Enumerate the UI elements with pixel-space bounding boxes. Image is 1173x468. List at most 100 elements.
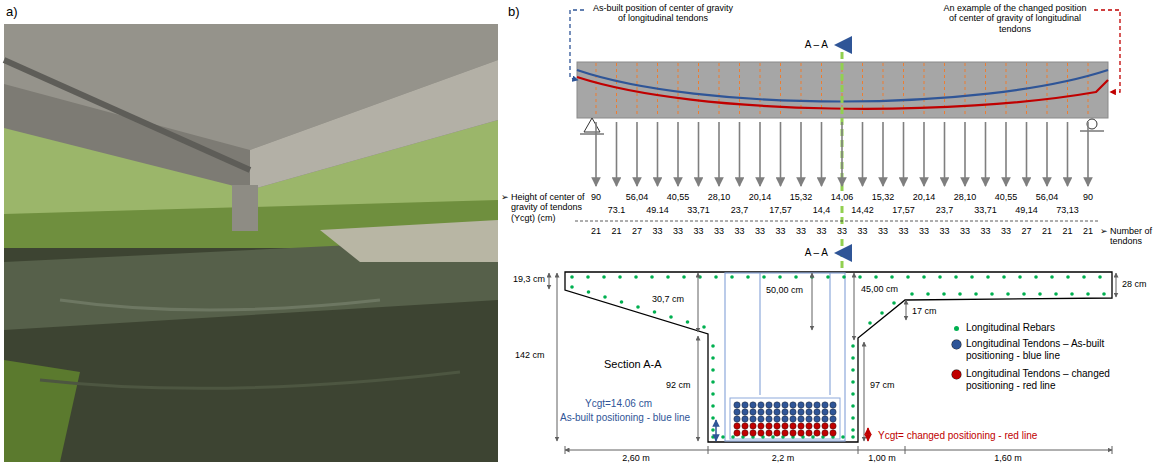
dimension-label: 142 cm	[515, 350, 545, 360]
height-value: 90	[1082, 192, 1094, 202]
tendon-count: 33	[979, 226, 991, 236]
section-arrow	[677, 122, 679, 186]
rebar-dot	[698, 275, 702, 279]
tendon-dot	[806, 430, 812, 436]
tendon-count: 33	[1000, 226, 1012, 236]
tendon-count: 33	[713, 226, 725, 236]
rebar-dot	[1098, 275, 1102, 279]
bridge-photo	[4, 24, 498, 462]
height-value: 56,04	[625, 192, 650, 202]
section-arrow	[698, 122, 700, 186]
tendon-dot	[814, 416, 820, 422]
rebar-dot	[711, 392, 715, 396]
section-cut-line	[596, 63, 597, 117]
dimension-label: 92 cm	[666, 380, 691, 390]
legend-swatch	[954, 326, 959, 331]
tendon-dot	[750, 416, 756, 422]
rebar-dot	[841, 435, 845, 439]
tendon-dot	[758, 430, 764, 436]
dimension-label: 2,60 m	[621, 453, 651, 463]
tendon-count: 27	[631, 226, 643, 236]
rebar-dot	[634, 275, 638, 279]
height-value: 14,42	[850, 205, 875, 215]
tendon-dot	[750, 423, 756, 429]
dimension-label: 1,00 m	[867, 453, 897, 463]
section-arrow	[636, 122, 638, 186]
rebar-dot	[1086, 292, 1090, 296]
legend-swatch	[952, 370, 961, 379]
section-arrow	[862, 122, 864, 186]
rebar-dot	[711, 344, 715, 348]
tendon-dot	[830, 409, 836, 415]
section-arrow	[780, 122, 782, 186]
rebar-dot	[1102, 292, 1106, 296]
rebar-dot	[1034, 275, 1038, 279]
tendon-dot	[766, 423, 772, 429]
tendon-dot	[766, 409, 772, 415]
rebar-dot	[811, 435, 815, 439]
rebar-dot	[892, 301, 896, 305]
section-cut-line	[657, 63, 658, 117]
tendon-count: 33	[959, 226, 971, 236]
rebar-dot	[1022, 292, 1026, 296]
rebar-dot	[653, 310, 657, 314]
tendon-dot	[814, 402, 820, 408]
tendon-dot	[814, 409, 820, 415]
tendon-dot	[742, 402, 748, 408]
rebar-dot	[1066, 275, 1070, 279]
tendon-dot	[830, 423, 836, 429]
rebar-dot	[880, 311, 884, 315]
dimension-label: 50,00 cm	[766, 285, 803, 295]
tendon-dot	[806, 416, 812, 422]
cross-section	[549, 272, 1116, 454]
rebar-dot	[826, 275, 830, 279]
tendon-count: 33	[795, 226, 807, 236]
rebar-dot	[730, 275, 734, 279]
callout-text: As-built position of center of gravity o…	[588, 3, 738, 24]
height-value: 28,10	[953, 192, 978, 202]
section-arrow	[903, 122, 905, 186]
rebar-dot	[711, 428, 715, 432]
tendon-dot	[814, 423, 820, 429]
panel-label: b)	[508, 5, 520, 20]
rebar-dot	[762, 275, 766, 279]
dimension-label: 97 cm	[870, 380, 895, 390]
tendon-dot	[734, 409, 740, 415]
legend-text: Longitudinal Tendons – changed positioni…	[966, 368, 1116, 391]
height-value: 90	[590, 192, 602, 202]
tendon-dot	[734, 416, 740, 422]
rebar-dot	[890, 275, 894, 279]
tendon-dot	[790, 416, 796, 422]
rebar-dot	[858, 275, 862, 279]
height-value: 28,10	[707, 192, 732, 202]
rebar-dot	[636, 305, 640, 309]
rebar-dot	[711, 416, 715, 420]
tendon-dot	[766, 402, 772, 408]
rebar-dot	[731, 435, 735, 439]
height-value: 14,06	[830, 192, 855, 202]
tendon-dot	[742, 430, 748, 436]
tendon-dot	[750, 402, 756, 408]
rebar-dot	[1002, 275, 1006, 279]
panel-label: a)	[6, 5, 18, 20]
height-value: 49,14	[1014, 205, 1039, 215]
rebar-dot	[686, 320, 690, 324]
rebar-dot	[906, 275, 910, 279]
rebar-dot	[746, 275, 750, 279]
tendon-dot	[782, 430, 788, 436]
height-value: 33,71	[686, 205, 711, 215]
rebar-dot	[938, 275, 942, 279]
section-arrow	[1005, 122, 1007, 186]
rebar-dot	[711, 356, 715, 360]
tendon-count: 33	[774, 226, 786, 236]
height-value: 15,32	[789, 192, 814, 202]
rebar-dot	[714, 275, 718, 279]
tendon-count: 33	[918, 226, 930, 236]
height-value: 14,4	[812, 205, 832, 215]
tendon-dot	[742, 423, 748, 429]
height-value: 73,13	[1055, 205, 1080, 215]
rebar-dot	[922, 275, 926, 279]
dimension-label: 1,60 m	[993, 453, 1023, 463]
rebar-dot	[990, 292, 994, 296]
